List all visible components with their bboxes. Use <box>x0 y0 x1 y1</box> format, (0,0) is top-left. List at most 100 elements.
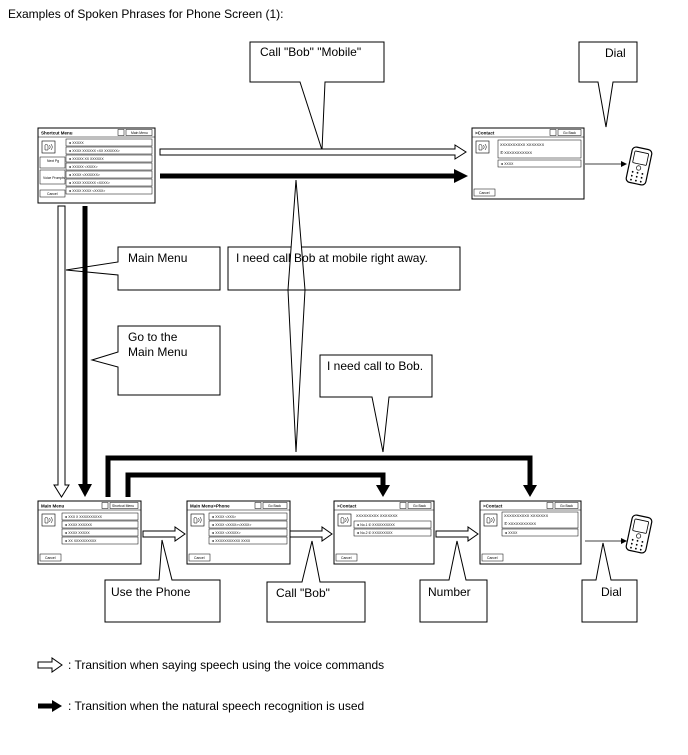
list-item[interactable] <box>65 146 153 155</box>
next-page-button[interactable] <box>39 156 66 169</box>
screen-main-menu-phone: Main Menu>Phone Go Back ◄ XXXX <XXX> ◄ X… <box>186 500 291 565</box>
cancel-label: Cancel <box>479 191 490 195</box>
go-back-button[interactable] <box>407 502 432 509</box>
list-item[interactable] <box>501 528 579 537</box>
list-item[interactable] <box>61 536 139 545</box>
voice-toggle-icon[interactable] <box>101 502 109 509</box>
arrow-voice-phone-to-contact <box>289 526 333 542</box>
list-item[interactable] <box>61 520 139 529</box>
list-item[interactable] <box>65 170 153 179</box>
callout-dial-bottom: Dial <box>581 542 638 623</box>
arrow-natural-bracket <box>105 455 537 497</box>
cancel-button[interactable] <box>335 553 358 562</box>
list-item[interactable] <box>353 520 432 529</box>
list-item[interactable] <box>65 154 153 163</box>
next-page-label: Next Pg <box>47 159 59 163</box>
contact-card <box>497 139 582 159</box>
list-item-text: ◄ XXXX <XXXX><XXXX> <box>211 523 251 527</box>
mobile-phone-icon <box>624 513 654 555</box>
list-item-text: ◄ XXXX <box>500 162 514 166</box>
arrow-contact-to-dial-top <box>585 161 627 167</box>
voice-prompts-button[interactable] <box>39 169 66 185</box>
legend-natural-text: : Transition when the natural speech rec… <box>68 699 364 713</box>
arrow-natural-shortcut-to-main-menu <box>78 206 92 497</box>
arrow-voice-shortcut-to-main-menu <box>53 205 70 498</box>
voice-toggle-icon[interactable] <box>549 129 557 136</box>
screen-title: >Contact <box>475 131 495 136</box>
voice-recognition-icon <box>483 513 498 527</box>
cancel-label: Cancel <box>47 192 58 196</box>
cancel-button[interactable] <box>473 188 496 197</box>
arrow-voice-contact-to-contact <box>435 526 479 542</box>
go-back-button[interactable] <box>554 502 579 509</box>
legend-natural-arrow-head <box>52 700 62 712</box>
list-item-text: ◄ XXXXX XX XXXXXX <box>68 157 104 161</box>
shortcut-rows: ◄ XXXXX ◄ XXXX XXXXXX <XX XXXXXX> ◄ XXXX… <box>65 138 153 195</box>
list-item[interactable] <box>65 178 153 187</box>
callout-text: I need call to Bob. <box>327 359 423 373</box>
voice-recognition-icon <box>190 513 205 527</box>
screen-title: Shortcut Menu <box>41 131 73 136</box>
legend: : Transition when saying speech using th… <box>37 657 384 713</box>
screen-title: Main Menu <box>41 504 65 509</box>
main-menu-button[interactable] <box>125 129 153 136</box>
list-item[interactable] <box>208 528 288 537</box>
list-item[interactable] <box>497 159 582 168</box>
voice-toggle-icon[interactable] <box>117 129 125 136</box>
arrow-voice-shortcut-to-contact <box>159 144 467 160</box>
screen-contact-mid: >Contact Go Back XXXXXXXXX XXXXXXX ◄ No.… <box>333 500 435 565</box>
voice-toggle-icon[interactable] <box>399 502 407 509</box>
legend-voice-arrow-icon <box>37 657 63 673</box>
cancel-label: Cancel <box>45 556 56 560</box>
screen-contact-right: >Contact Go Back XXXXXXXXXX XXXXXXX ✆ XX… <box>479 500 582 565</box>
shortcut-menu-label: Shortcut Menu <box>112 504 134 508</box>
list-item[interactable] <box>65 138 153 147</box>
voice-recognition-icon <box>475 140 490 154</box>
shortcut-menu-button[interactable] <box>109 502 139 509</box>
list-item-text: ◄ XXXX <box>504 531 518 535</box>
list-item[interactable] <box>65 162 153 171</box>
cancel-button[interactable] <box>39 189 66 198</box>
list-item[interactable] <box>61 512 139 521</box>
voice-toggle-icon[interactable] <box>546 502 554 509</box>
cancel-label: Cancel <box>487 556 498 560</box>
contact-name: XXXXXXXXXX XXXXXXX <box>500 143 545 147</box>
voice-toggle-icon[interactable] <box>254 502 262 509</box>
callout-go-to-main-menu: Go to the Main Menu <box>90 325 221 396</box>
list-item-text: ◄ XXXXXXXXXXX XXXX <box>211 539 251 543</box>
cancel-button[interactable] <box>39 553 62 562</box>
callout-text: I need call Bob at mobile right away. <box>236 251 428 265</box>
list-item[interactable] <box>61 528 139 537</box>
callout-number: Number <box>419 540 488 623</box>
callout-text: Number <box>428 585 471 599</box>
callout-call-bob: Call "Bob" <box>266 540 366 623</box>
cancel-label: Cancel <box>194 556 205 560</box>
contact-phone: ✆ XXXXXXXXXXX <box>500 151 533 155</box>
callout-text: Dial <box>601 585 622 599</box>
go-back-button[interactable] <box>557 129 582 136</box>
list-item[interactable] <box>65 186 153 195</box>
cancel-button[interactable] <box>481 553 504 562</box>
list-item[interactable] <box>208 520 288 529</box>
list-item[interactable] <box>208 536 288 545</box>
list-item-text: ◄ No.1 ✆ XXXXXXXXXX <box>356 523 396 527</box>
list-item-text: ◄ XXXX <XXX> <box>211 515 236 519</box>
list-item-text: ◄ XXXX XXXXX <box>64 531 90 535</box>
callout-use-the-phone: Use the Phone <box>104 539 221 623</box>
go-back-label: Go Back <box>413 504 426 508</box>
list-item[interactable] <box>353 528 432 537</box>
go-back-label: Go Back <box>563 131 576 135</box>
callout-text-line1: Go to the <box>128 330 178 344</box>
screen-shortcut-menu: Shortcut Menu Main Menu Next Pg Voice Pr… <box>37 127 156 204</box>
list-item[interactable] <box>208 512 288 521</box>
list-item-text: ◄ XXXXX <XXXX> <box>68 165 98 169</box>
arrow-voice-main-to-phone <box>142 526 186 542</box>
legend-voice-text: : Transition when saying speech using th… <box>68 658 384 672</box>
screen-title: >Contact <box>337 504 357 509</box>
callout-dial-top: Dial <box>578 41 638 128</box>
list-item-text: ◄ XXXX XXXXXX <XXXX> <box>68 181 110 185</box>
cancel-button[interactable] <box>188 553 211 562</box>
go-back-button[interactable] <box>262 502 288 509</box>
contact-card <box>501 511 579 529</box>
